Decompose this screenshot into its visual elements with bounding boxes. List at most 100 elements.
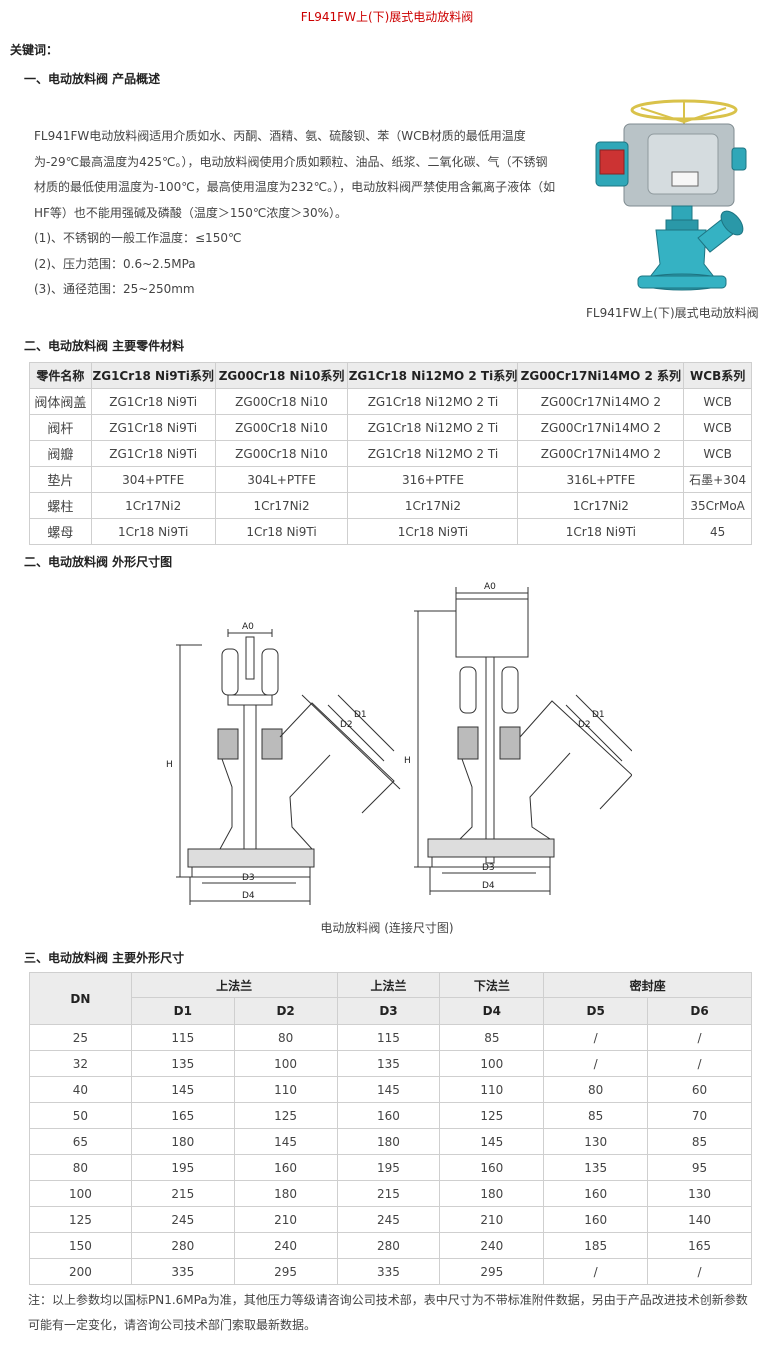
spec-line: (2)、压力范围：0.6~2.5MPa — [34, 256, 196, 271]
valve-product-photo — [595, 99, 747, 291]
table-cell: WCB — [683, 440, 752, 467]
table-cell: 180 — [336, 1128, 441, 1155]
header-cell: D5 — [543, 997, 649, 1025]
header-cell: 密封座 — [543, 972, 752, 998]
footnote-line: 注：以上参数均以国标PN1.6MPa为准，其他压力等级请咨询公司技术部，表中尺寸… — [28, 1293, 748, 1307]
table-cell: 316+PTFE — [347, 466, 519, 493]
drawing-label-a0: A0 — [242, 622, 254, 632]
table-cell: 50 — [29, 1102, 132, 1129]
table-cell: 45 — [683, 518, 752, 545]
table-cell: 1Cr17Ni2 — [90, 492, 216, 519]
table-cell: 110 — [439, 1076, 545, 1103]
drawing-label-a0: A0 — [484, 582, 496, 592]
table-cell: 1Cr17Ni2 — [214, 492, 349, 519]
table-cell: 295 — [439, 1258, 545, 1285]
table-row: 80 195 160 195 160 135 95 — [29, 1154, 752, 1181]
header-cell: ZG00Cr17Ni14MO 2 系列 — [517, 362, 685, 389]
table-cell: 180 — [439, 1180, 545, 1207]
drawing-label-d4: D4 — [242, 891, 255, 901]
spec-line: (1)、不锈钢的一般工作温度：≤150℃ — [34, 231, 242, 245]
table-cell: 1Cr18 Ni9Ti — [517, 518, 685, 545]
table-cell: ZG00Cr18 Ni10 — [214, 440, 349, 467]
table-cell: ZG1Cr18 Ni12MO 2 Ti — [347, 414, 519, 441]
table-cell: 145 — [233, 1128, 338, 1155]
header-cell: DN — [29, 972, 132, 1025]
table-cell: ZG00Cr17Ni14MO 2 — [517, 440, 685, 467]
table-cell: / — [543, 1050, 649, 1077]
overview-text: FL941FW电动放料阀适用介质如水、丙酮、酒精、氨、硫酸钡、苯（WCB材质的最… — [34, 124, 574, 303]
drawing-label-d1: D1 — [592, 710, 605, 720]
dimension-drawing: A0 H D1 D2 D3 D4 A0 H D1 D2 D3 D4 — [166, 582, 632, 905]
table-cell: WCB — [683, 388, 752, 415]
table-row: 32 135 100 135 100 / / — [29, 1050, 752, 1077]
table-subheader-row: D1 D2 D3 D4 D5 D6 — [30, 997, 752, 1025]
table-cell: 80 — [233, 1024, 338, 1051]
overview-line: 为-29℃最高温度为425℃。），电动放料阀使用介质如颗粒、油品、纸浆、二氧化碳… — [34, 154, 548, 169]
drawing-label-d2: D2 — [340, 720, 353, 730]
overview-line: 材质的最低使用温度为-100℃，最高使用温度为232℃。），电动放料阀严禁使用含… — [34, 180, 556, 194]
drawing-caption: 电动放料阀 (连接尺寸图) — [320, 921, 454, 935]
table-cell: ZG1Cr18 Ni9Ti — [90, 414, 216, 441]
table-row: 150 280 240 280 240 185 165 — [29, 1232, 752, 1259]
table-cell: 200 — [29, 1258, 132, 1285]
table-cell: 245 — [336, 1206, 441, 1233]
product-photo-caption: FL941FW上(下)展式电动放料阀 — [586, 306, 759, 320]
table-cell: ZG1Cr18 Ni12MO 2 Ti — [347, 388, 519, 415]
footnote: 注：以上参数均以国标PN1.6MPa为准，其他压力等级请咨询公司技术部，表中尺寸… — [28, 1288, 758, 1338]
table-cell: 100 — [439, 1050, 545, 1077]
table-cell: 125 — [233, 1102, 338, 1129]
table-cell: 240 — [439, 1232, 545, 1259]
table-cell: / — [543, 1258, 649, 1285]
table-row: 200 335 295 335 295 / / — [29, 1258, 752, 1285]
header-cell: 零件名称 — [29, 362, 92, 389]
header-cell: D2 — [233, 997, 338, 1025]
table-cell: 295 — [233, 1258, 338, 1285]
table-cell: 195 — [336, 1154, 441, 1181]
table-cell: 85 — [543, 1102, 649, 1129]
part-name-cell: 阀瓣 — [29, 440, 92, 467]
dimensions-table: DN 上法兰 上法兰 下法兰 密封座 D1 D2 D3 D4 D5 D6 25 … — [29, 972, 752, 1285]
table-cell: 60 — [647, 1076, 752, 1103]
table-cell: / — [543, 1024, 649, 1051]
table-cell: ZG1Cr18 Ni9Ti — [90, 440, 216, 467]
table-cell: 25 — [29, 1024, 132, 1051]
section-overview-title: 一、电动放料阀 产品概述 — [24, 72, 161, 86]
table-row: 阀瓣 ZG1Cr18 Ni9Ti ZG00Cr18 Ni10 ZG1Cr18 N… — [29, 440, 752, 467]
table-cell: 85 — [439, 1024, 545, 1051]
table-header-row: DN 上法兰 上法兰 下法兰 密封座 — [29, 972, 752, 1025]
table-cell: ZG1Cr18 Ni9Ti — [90, 388, 216, 415]
part-name-cell: 螺柱 — [29, 492, 92, 519]
table-cell: 215 — [336, 1180, 441, 1207]
table-row: 螺柱 1Cr17Ni2 1Cr17Ni2 1Cr17Ni2 1Cr17Ni2 3… — [29, 492, 752, 519]
page-title: FL941FW上(下)展式电动放料阀 — [300, 10, 474, 24]
table-cell: 125 — [29, 1206, 132, 1233]
table-cell: 140 — [647, 1206, 752, 1233]
table-cell: 100 — [233, 1050, 338, 1077]
table-cell: ZG00Cr17Ni14MO 2 — [517, 414, 685, 441]
header-cell: D3 — [336, 997, 441, 1025]
table-cell: 1Cr17Ni2 — [517, 492, 685, 519]
header-cell: 上法兰 — [130, 972, 338, 998]
table-cell: 70 — [647, 1102, 752, 1129]
table-row: 阀杆 ZG1Cr18 Ni9Ti ZG00Cr18 Ni10 ZG1Cr18 N… — [29, 414, 752, 441]
table-cell: ZG00Cr17Ni14MO 2 — [517, 388, 685, 415]
table-row: 螺母 1Cr18 Ni9Ti 1Cr18 Ni9Ti 1Cr18 Ni9Ti 1… — [29, 518, 752, 545]
table-cell: 1Cr18 Ni9Ti — [90, 518, 216, 545]
drawing-label-d3: D3 — [482, 863, 495, 873]
table-cell: 65 — [29, 1128, 132, 1155]
table-cell: ZG00Cr18 Ni10 — [214, 388, 349, 415]
table-cell: 335 — [336, 1258, 441, 1285]
table-cell: 80 — [543, 1076, 649, 1103]
header-cell: 下法兰 — [439, 972, 545, 998]
table-cell: 95 — [647, 1154, 752, 1181]
table-cell: 240 — [233, 1232, 338, 1259]
table-cell: ZG00Cr18 Ni10 — [214, 414, 349, 441]
table-row: 40 145 110 145 110 80 60 — [29, 1076, 752, 1103]
drawing-label-h: H — [404, 756, 411, 766]
table-cell: 245 — [130, 1206, 235, 1233]
header-cell: ZG1Cr18 Ni9Ti系列 — [90, 362, 216, 389]
table-cell: 125 — [439, 1102, 545, 1129]
drawing-label-d3: D3 — [242, 873, 255, 883]
table-row: 100 215 180 215 180 160 130 — [29, 1180, 752, 1207]
table-cell: 180 — [233, 1180, 338, 1207]
